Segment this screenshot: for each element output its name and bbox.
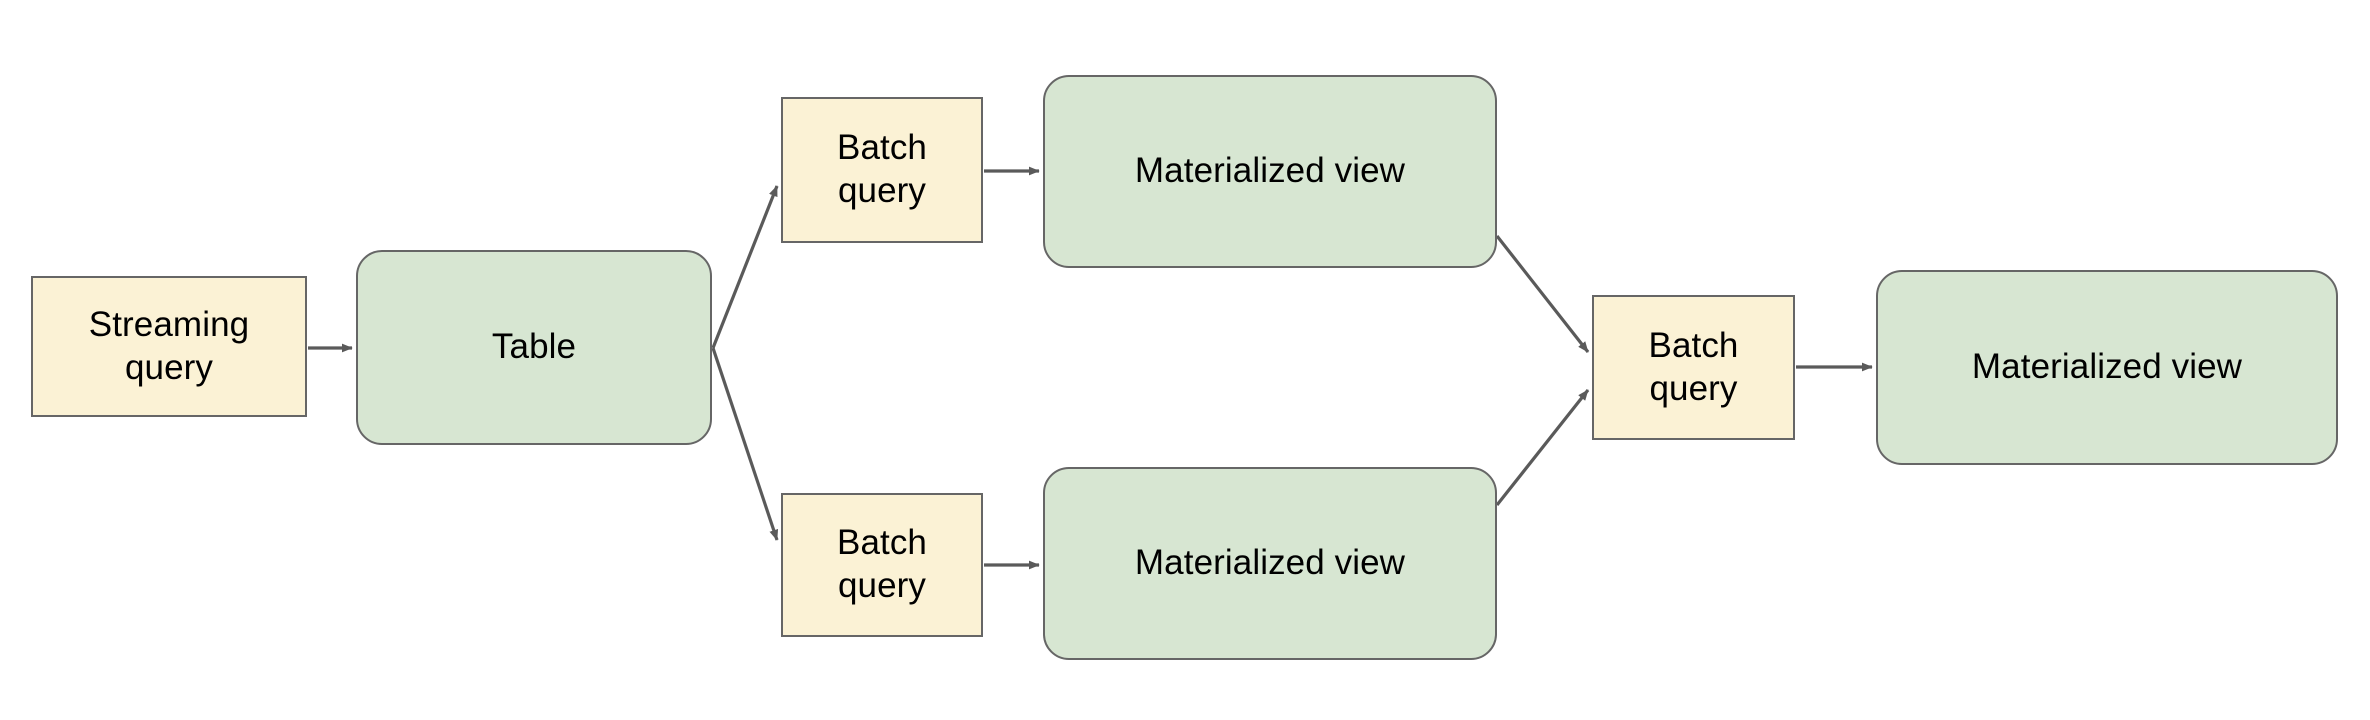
node-batch-query-bottom[interactable]: Batch query: [781, 493, 983, 637]
node-streaming-query[interactable]: Streaming query: [31, 276, 307, 417]
node-materialized-view-bottom[interactable]: Materialized view: [1043, 467, 1497, 660]
edge-table-to-batch-top: [711, 185, 779, 349]
node-table[interactable]: Table: [356, 250, 712, 445]
node-table-label: Table: [491, 327, 577, 367]
edge-mv-top-to-batch-join: [1495, 235, 1590, 353]
node-materialized-view-final[interactable]: Materialized view: [1876, 270, 2338, 465]
node-batch-query-top[interactable]: Batch query: [781, 97, 983, 243]
node-batch-query-join[interactable]: Batch query: [1592, 295, 1795, 440]
node-batch-query-join-label: Batch query: [1648, 325, 1739, 408]
node-batch-query-top-label: Batch query: [837, 128, 927, 210]
edge-mv-bottom-to-batch-join: [1495, 389, 1590, 506]
node-materialized-view-final-label: Materialized view: [1971, 347, 2243, 387]
node-materialized-view-bottom-label: Materialized view: [1134, 543, 1406, 583]
node-streaming-query-label: Streaming query: [88, 304, 250, 387]
edge-table-to-batch-bottom: [711, 347, 779, 541]
node-materialized-view-top-label: Materialized view: [1134, 151, 1406, 191]
node-materialized-view-top[interactable]: Materialized view: [1043, 75, 1497, 268]
node-batch-query-bottom-label: Batch query: [837, 523, 927, 605]
